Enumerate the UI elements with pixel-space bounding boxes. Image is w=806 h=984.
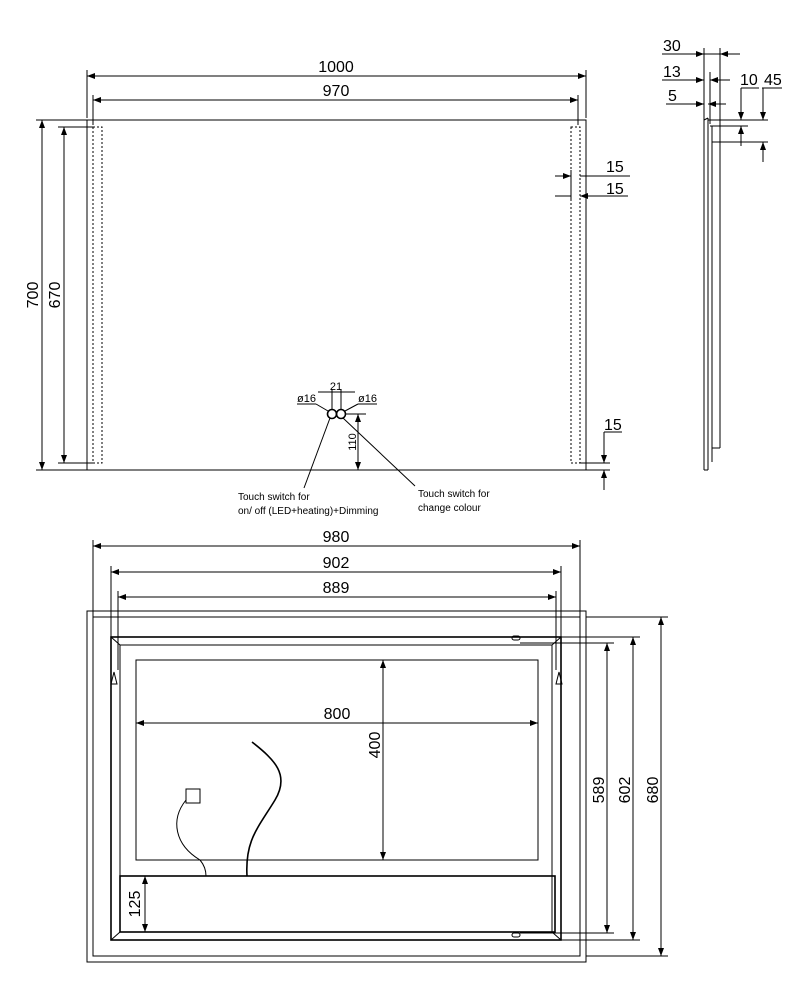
wire-power (246, 741, 282, 877)
dim-depth-glass: 5 (668, 88, 677, 105)
note-colour-switch-line2: change colour (418, 503, 481, 514)
note-power-switch-line1: Touch switch for (238, 492, 310, 503)
touch-switch-colour-icon (335, 408, 347, 420)
dim-height-602: 602 (617, 777, 634, 804)
leader-power-switch (303, 417, 331, 489)
front-view: 1000 970 700 670 15 15 15 21 ø16 (25, 59, 630, 517)
note-colour-switch-line1: Touch switch for (418, 489, 490, 500)
dim-switch-diameter-left: ø16 (297, 393, 316, 405)
note-power-switch-line2: on/ off (LED+heating)+Dimming (238, 506, 378, 517)
leader-colour-switch (342, 417, 416, 487)
dim-width-889: 889 (323, 580, 350, 597)
sensor-module (185, 788, 201, 804)
dim-switch-height: 110 (347, 433, 359, 451)
back-outer-outline (86, 610, 587, 963)
dim-switch-diameter-right: ø16 (358, 393, 377, 405)
dim-offset-10: 10 (740, 72, 758, 89)
back-window (135, 659, 539, 861)
dim-offset-45: 45 (764, 72, 782, 89)
mirror-outline (86, 119, 587, 471)
dim-height-589: 589 (591, 777, 608, 804)
led-strip-right (570, 126, 581, 464)
dim-depth-mid: 13 (663, 64, 681, 81)
hanger-right-icon (555, 671, 563, 685)
dim-led-width: 970 (323, 83, 350, 100)
back-frame (110, 636, 562, 941)
dim-box-height: 125 (127, 891, 144, 918)
dim-led-offset-side: 15 (606, 181, 624, 198)
dim-width-980: 980 (323, 529, 350, 546)
dim-depth-total: 30 (663, 38, 681, 55)
electronics-box (119, 875, 556, 933)
hanger-left-icon (110, 671, 118, 685)
dim-window-height: 400 (367, 732, 384, 759)
dim-overall-width: 1000 (318, 59, 354, 76)
dim-led-height: 670 (47, 282, 64, 309)
dim-width-902: 902 (323, 555, 350, 572)
led-strip-left (92, 126, 103, 464)
back-view: 980 902 889 800 400 589 602 680 125 (86, 529, 668, 963)
dim-led-offset-top: 15 (606, 159, 624, 176)
dim-overall-height: 700 (25, 282, 42, 309)
dim-window-width: 800 (324, 706, 351, 723)
wire-sensor (176, 799, 207, 877)
dim-led-offset-bottom: 15 (604, 417, 622, 434)
side-view: 30 13 5 10 45 (662, 38, 782, 471)
dim-height-680: 680 (645, 777, 662, 804)
dim-switch-spacing: 21 (330, 381, 342, 393)
touch-switch-power-icon (326, 408, 338, 420)
